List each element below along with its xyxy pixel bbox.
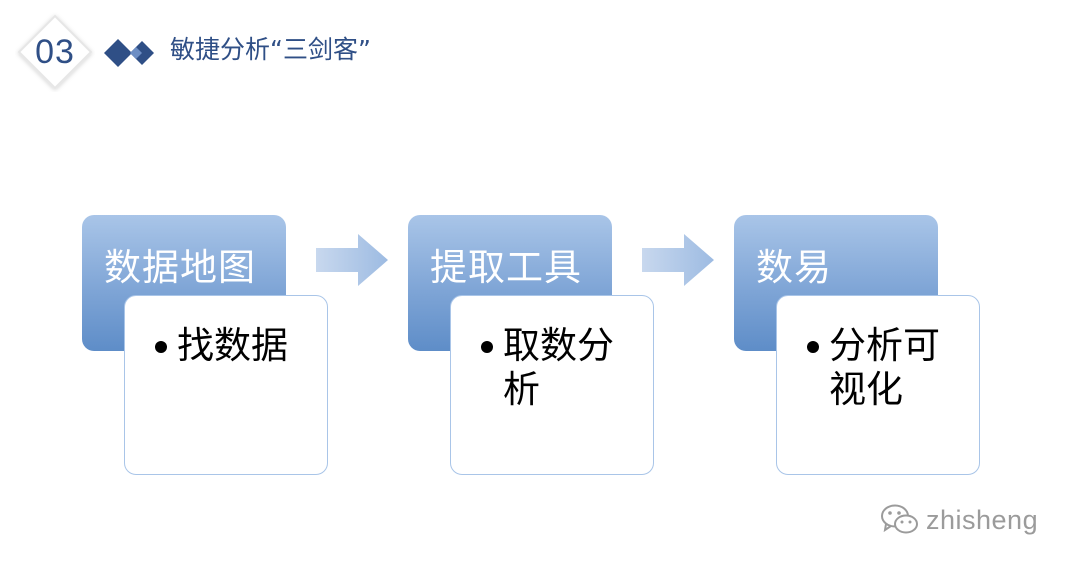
card-body-box: 取数分析 [450, 295, 654, 475]
card-heading: 提取工具 [430, 246, 582, 289]
card-body-box: 分析可视化 [776, 295, 980, 475]
right-arrow-icon [316, 234, 388, 286]
card-body-text: 取数分析 [503, 324, 614, 411]
right-arrow-icon [642, 234, 714, 286]
card-body-box: 找数据 [124, 295, 328, 475]
card-heading: 数易 [756, 246, 832, 289]
section-badge: 03 [15, 12, 95, 92]
bullet-icon [481, 341, 493, 353]
page-title: 敏捷分析“三剑客” [170, 35, 371, 64]
card-heading: 数据地图 [104, 246, 256, 289]
wechat-icon [881, 504, 918, 534]
card-extract-tool: 提取工具 取数分析 [408, 215, 658, 485]
watermark: zhisheng [880, 500, 1038, 540]
card-body-text: 找数据 [177, 324, 288, 367]
watermark-text: zhisheng [926, 504, 1039, 535]
card-data-map: 数据地图 找数据 [82, 215, 332, 485]
section-number: 03 [35, 32, 75, 71]
diamond-badge-shape [17, 14, 93, 90]
card-shuyi: 数易 分析可视化 [734, 215, 984, 485]
bullet-icon [155, 341, 167, 353]
card-body-text: 分析可视化 [829, 324, 940, 411]
diamond-decoration-icon [104, 39, 154, 67]
bullet-icon [807, 341, 819, 353]
